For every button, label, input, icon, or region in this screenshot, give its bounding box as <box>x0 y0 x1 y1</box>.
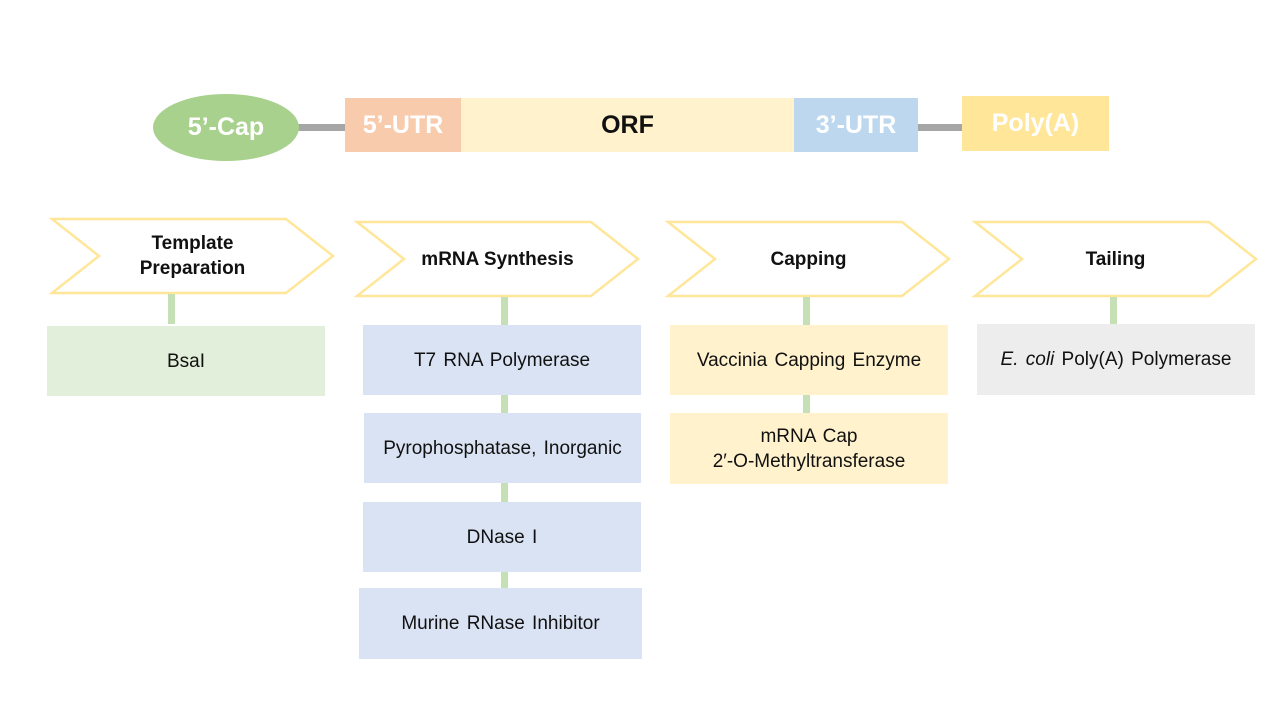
chevron-shape <box>48 217 336 295</box>
step-connector <box>803 297 810 325</box>
enzyme-box-t7-rna-polymerase: T7 RNA Polymerase <box>363 325 641 395</box>
chevron-shape <box>353 220 641 298</box>
enzyme-box-pyrophosphatase: Pyrophosphatase, Inorganic <box>364 413 641 483</box>
five-prime-utr: 5’-UTR <box>345 98 461 152</box>
item-connector <box>501 395 508 413</box>
step-title: Tailing <box>1085 248 1146 270</box>
enzyme-label: T7 RNA Polymerase <box>413 349 591 371</box>
chevron-shape <box>971 220 1259 298</box>
step-title: Capping <box>770 248 847 270</box>
step-chevron-template-preparation: Template Preparation <box>48 217 336 295</box>
enzyme-name: Poly(A) Polymerase <box>1054 349 1232 370</box>
enzyme-label: mRNA Cap 2′-O-Methyltransferase <box>712 425 906 472</box>
step-chevron-capping: Capping <box>664 220 952 298</box>
item-connector <box>501 483 508 502</box>
backbone-line-left <box>295 124 347 131</box>
item-connector <box>501 572 508 588</box>
item-connector <box>803 395 810 413</box>
five-prime-cap: 5’-Cap <box>153 94 299 161</box>
chevron-shape <box>664 220 952 298</box>
three-prime-utr: 3’-UTR <box>794 98 918 152</box>
enzyme-organism: E. coli <box>1000 349 1055 370</box>
poly-a-tail: Poly(A) <box>962 96 1109 151</box>
step-connector <box>168 294 175 324</box>
enzyme-box-bsai: BsaI <box>47 326 325 396</box>
enzyme-box-mrna-cap-methyltransferase: mRNA Cap 2′-O-Methyltransferase <box>670 413 948 484</box>
step-connector <box>1110 297 1117 325</box>
step-connector <box>501 297 508 325</box>
backbone-line-right <box>916 124 964 131</box>
step-title: mRNA Synthesis <box>421 248 574 270</box>
enzyme-label: Pyrophosphatase, Inorganic <box>383 437 622 459</box>
step-chevron-tailing: Tailing <box>971 220 1259 298</box>
enzyme-label: Murine RNase Inhibitor <box>401 613 600 634</box>
enzyme-box-murine-rnase-inhibitor: Murine RNase Inhibitor <box>359 588 642 659</box>
step-title: Template Preparation <box>139 233 246 279</box>
enzyme-box-poly-a-polymerase: E. coli Poly(A) Polymerase <box>977 324 1255 395</box>
enzyme-box-dnase-i: DNase I <box>363 502 641 572</box>
step-chevron-mrna-synthesis: mRNA Synthesis <box>353 220 641 298</box>
enzyme-box-vaccinia-capping-enzyme: Vaccinia Capping Enzyme <box>670 325 948 395</box>
enzyme-label: BsaI <box>166 350 206 372</box>
enzyme-label: Vaccinia Capping Enzyme <box>696 349 922 371</box>
enzyme-label: DNase I <box>466 526 538 548</box>
orf-segment: ORF <box>461 98 794 152</box>
enzyme-label: E. coli Poly(A) Polymerase <box>1001 347 1232 372</box>
